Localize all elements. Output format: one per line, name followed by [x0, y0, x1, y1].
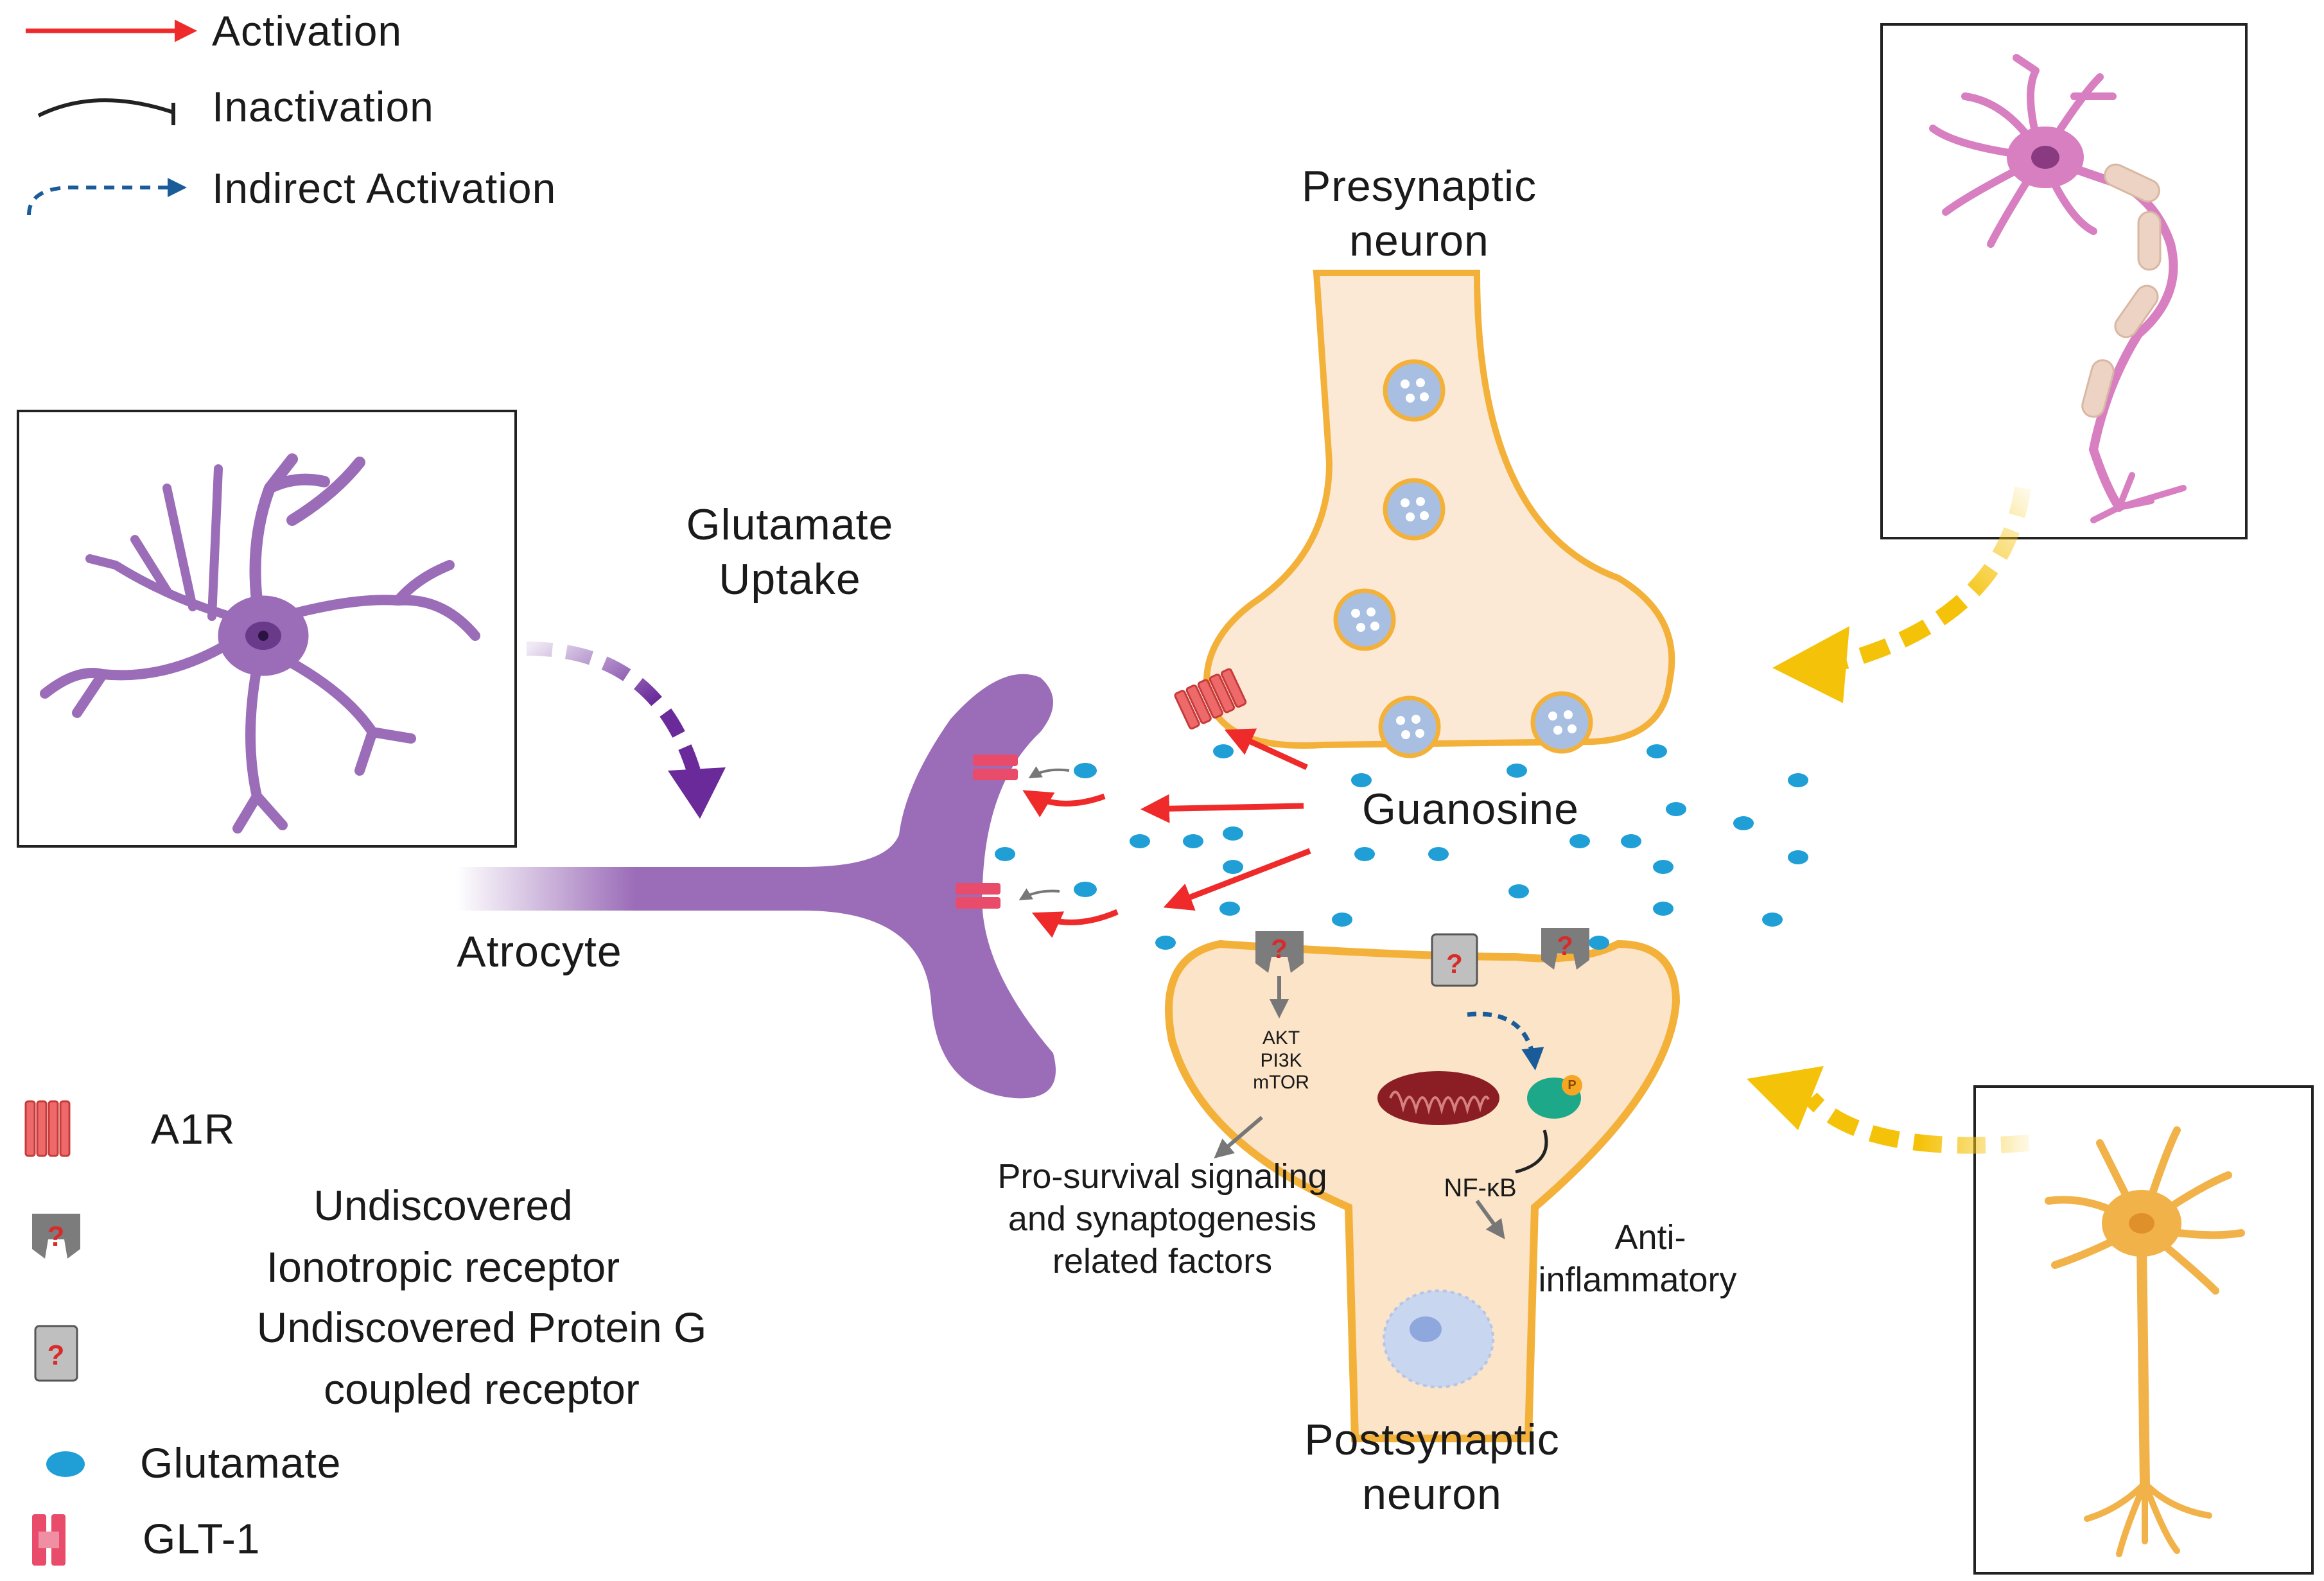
- ionotropic-receptor-1: ?: [1255, 931, 1304, 973]
- presynaptic-label-line1: Presynaptic: [1301, 162, 1537, 211]
- orange-neuron-icon: [2045, 1126, 2245, 1557]
- legend-indirect-label: Indirect Activation: [212, 164, 557, 212]
- glt1-transporter-upper: [973, 755, 1018, 780]
- astrocyte-label: Atrocyte: [457, 927, 622, 976]
- nfkb-label: NF-κB: [1444, 1174, 1517, 1202]
- mtor-label: mTOR: [1253, 1072, 1309, 1093]
- glutamate-legend-icon: [46, 1451, 85, 1477]
- ionotropic-receptor-2: ?: [1541, 928, 1589, 970]
- guanosine-arrows: [1022, 728, 1311, 938]
- akt-label: AKT: [1262, 1027, 1300, 1049]
- legend-gpcr-line2: coupled receptor: [324, 1365, 640, 1413]
- presynaptic-neuron-inset-box: [1880, 23, 2248, 539]
- synaptic-vesicles: [1333, 359, 1593, 758]
- glutamate-molecules: [995, 744, 1808, 950]
- postsynaptic-label: Postsynaptic neuron: [1233, 1413, 1631, 1522]
- anti-inflammatory-label: Anti- inflammatory: [1503, 1217, 1772, 1302]
- postsynaptic-label-line2: neuron: [1362, 1470, 1502, 1519]
- pi3k-label: PI3K: [1260, 1049, 1302, 1071]
- legend-glt1-label: GLT-1: [143, 1515, 261, 1562]
- glutamate-uptake-line2: Uptake: [719, 555, 861, 604]
- postsynaptic-nucleus: [1383, 1289, 1494, 1388]
- indirect-activation-arrow-icon: [27, 178, 187, 216]
- svg-text:?: ?: [1557, 930, 1573, 961]
- yellow-arrowhead-1: [1772, 626, 1849, 703]
- legend-a1r-label: A1R: [151, 1105, 236, 1153]
- myelin-sheaths: [2081, 163, 2162, 418]
- glt1-legend-icon: [32, 1514, 66, 1566]
- nucleolus: [1410, 1316, 1442, 1342]
- postsynaptic-label-line1: Postsynaptic: [1304, 1415, 1560, 1464]
- phosphate-icon: [1562, 1075, 1582, 1096]
- a1r-legend-icon: [24, 1100, 71, 1157]
- legend-activation-label: Activation: [212, 7, 403, 55]
- svg-text:?: ?: [1446, 948, 1463, 979]
- nfkb-inactivation-curve: [1515, 1130, 1548, 1174]
- a1r-receptor: [1174, 668, 1247, 729]
- indirect-activation-arrow: [1467, 1011, 1544, 1070]
- legend-gpcr-line1: Undiscovered Protein G: [256, 1304, 707, 1351]
- postsynaptic-terminal: [1165, 939, 1681, 1442]
- svg-text:?: ?: [1271, 934, 1288, 964]
- svg-text:?: ?: [48, 1221, 65, 1252]
- gpcr-legend-icon: ?: [34, 1325, 78, 1382]
- phosphate-label: P: [1568, 1078, 1577, 1092]
- prosurvival-arrow: [1214, 1115, 1263, 1158]
- prosurvival-label: Pro-survival signaling and synaptogenesi…: [931, 1156, 1394, 1283]
- guanosine-label: Guanosine: [1362, 785, 1579, 834]
- prosurvival-line2: and synaptogenesis: [1008, 1199, 1317, 1238]
- presynaptic-input-arrow: [1840, 487, 2031, 670]
- presynaptic-label: Presynaptic neuron: [1220, 159, 1618, 268]
- gpcr-receptor: ?: [1431, 933, 1478, 987]
- legend-ionotropic-line1: Undiscovered: [313, 1182, 573, 1229]
- svg-text:?: ?: [48, 1340, 65, 1371]
- glutamate-uptake-label: Glutamate Uptake: [597, 498, 983, 607]
- orange-neuron-nucleus: [2129, 1213, 2154, 1234]
- anti-inflammatory-line1: Anti-: [1614, 1218, 1686, 1257]
- glutamate-uptake-small-arrows: [1018, 766, 1070, 901]
- legend-gpcr-label: Undiscovered Protein G coupled receptor: [161, 1297, 803, 1420]
- legend-inactivation-label: Inactivation: [212, 83, 434, 130]
- anti-inflammatory-line2: inflammatory: [1538, 1260, 1737, 1299]
- pink-neuron-nucleus: [2031, 146, 2059, 169]
- purple-arrowhead: [668, 767, 726, 819]
- glutamate-uptake-arrow: [526, 642, 701, 773]
- mitochondrion-icon: [1377, 1071, 1499, 1125]
- legend-ionotropic-line2: Ionotropic receptor: [266, 1243, 620, 1291]
- prosurvival-line3: related factors: [1052, 1241, 1273, 1280]
- vesicle-contents: [1351, 378, 1577, 739]
- postsynaptic-input-arrow: [1804, 1092, 2030, 1154]
- yellow-arrowhead-2: [1747, 1066, 1824, 1130]
- legend-glutamate-label: Glutamate: [140, 1439, 342, 1487]
- prosurvival-line1: Pro-survival signaling: [997, 1157, 1327, 1196]
- presynaptic-label-line2: neuron: [1349, 216, 1489, 265]
- astrocyte-cell-icon: [40, 453, 480, 834]
- legend-arrows: [26, 19, 197, 216]
- anti-inflammatory-arrow: [1475, 1200, 1505, 1239]
- legend-ionotropic-label: Undiscovered Ionotropic receptor: [180, 1175, 706, 1298]
- ionotropic-legend-icon: ?: [32, 1214, 80, 1259]
- glt1-transporter-lower: [956, 883, 1000, 909]
- glutamate-uptake-line1: Glutamate: [686, 500, 894, 549]
- signaling-molecules-label: AKT PI3K mTOR: [1223, 1027, 1339, 1094]
- pink-neuron-icon: [1929, 54, 2187, 523]
- inactivation-curve-icon: [37, 98, 174, 118]
